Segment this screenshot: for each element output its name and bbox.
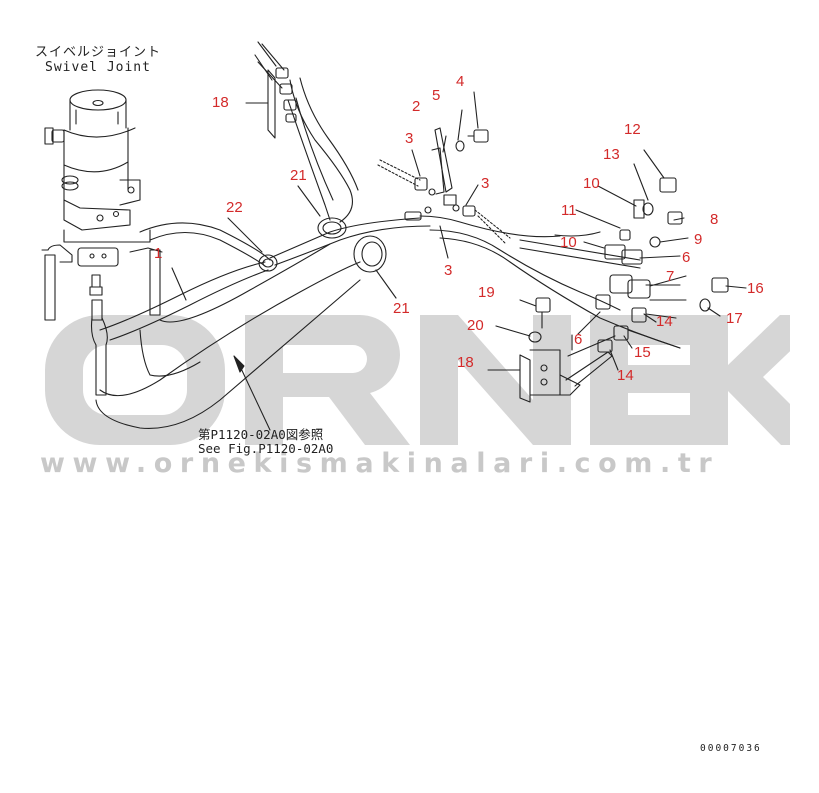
callout-5: 5 <box>432 87 441 104</box>
callout-14-a: 14 <box>656 313 673 330</box>
swivel-joint-drawing <box>44 89 151 267</box>
callout-10-a: 10 <box>583 175 600 192</box>
callout-21-a: 21 <box>290 167 307 184</box>
reference-note: 第P1120-02A0図参照 See Fig.P1120-02A0 <box>198 427 334 457</box>
callout-9: 9 <box>694 231 703 248</box>
callout-12: 12 <box>624 121 641 138</box>
callout-6-b: 6 <box>574 331 583 348</box>
callout-3-b: 3 <box>481 175 490 192</box>
callout-3-c: 3 <box>444 262 453 279</box>
callout-22: 22 <box>226 199 243 216</box>
callout-18-b: 18 <box>457 354 474 371</box>
watermark-url: www.ornekismakinalari.com.tr <box>40 448 720 479</box>
callout-20: 20 <box>467 317 484 334</box>
title-en: Swivel Joint <box>45 59 151 75</box>
callout-7: 7 <box>666 268 675 285</box>
reference-en: See Fig.P1120-02A0 <box>198 441 334 457</box>
callout-19: 19 <box>478 284 495 301</box>
callout-17: 17 <box>726 310 743 327</box>
bracket-upper-drawing <box>245 41 297 139</box>
title-jp: スイベルジョイント <box>34 45 161 60</box>
drawing-code: 00007036 <box>700 743 762 754</box>
callout-4: 4 <box>456 73 465 90</box>
reference-jp: 第P1120-02A0図参照 <box>198 427 324 442</box>
callout-10-b: 10 <box>560 234 577 251</box>
callout-18-a: 18 <box>212 94 229 111</box>
callout-1: 1 <box>154 245 163 262</box>
callout-6-a: 6 <box>682 249 691 266</box>
callout-21-b: 21 <box>393 300 410 317</box>
callout-13: 13 <box>603 146 620 163</box>
callout-16: 16 <box>747 280 764 297</box>
callout-11: 11 <box>561 202 577 219</box>
callout-14-b: 14 <box>617 367 634 384</box>
callout-3-a: 3 <box>405 130 414 147</box>
callout-15: 15 <box>634 344 651 361</box>
callout-2: 2 <box>412 98 421 115</box>
bracket-lower-drawing <box>519 334 613 403</box>
swivel-joint-title: スイベルジョイント Swivel Joint <box>30 45 166 76</box>
watermark-logo <box>45 315 790 445</box>
callout-8: 8 <box>710 211 719 228</box>
